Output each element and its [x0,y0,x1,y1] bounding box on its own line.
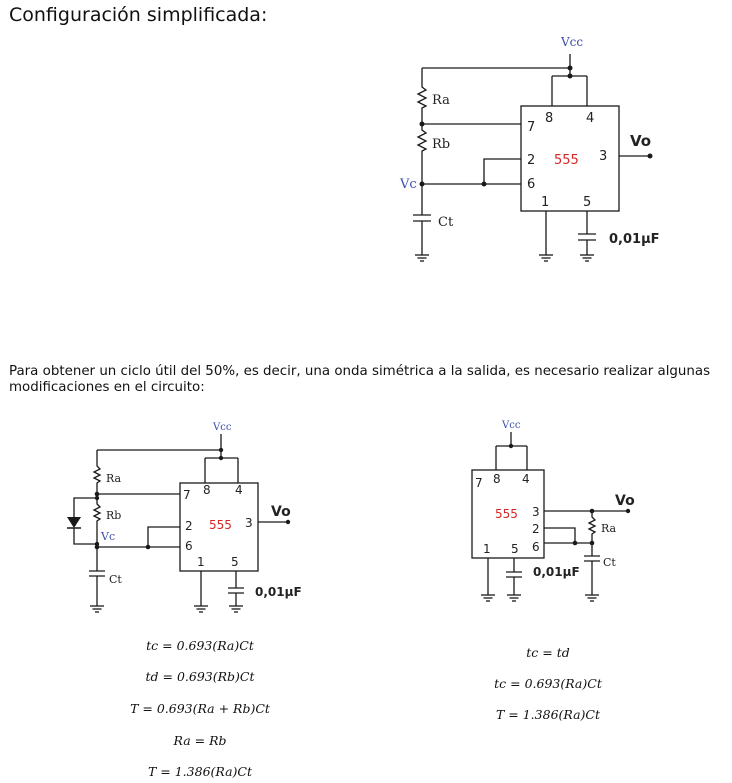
pin-1: 1 [197,555,205,569]
equation-tc: tc = 0.693(Ra)Ct [146,638,254,653]
cap-value-label: 0,01µF [533,565,580,579]
explanation-paragraph: Para obtener un ciclo útil del 50%, es d… [9,364,711,395]
vcc-label: Vcc [501,420,521,431]
pin-6: 6 [527,177,535,192]
ic-555-chip [520,105,620,212]
cap-value-label: 0,01µF [609,232,660,247]
ct-label: Ct [438,215,454,230]
ra-label: Ra [601,522,617,535]
symmetric-circuit-diode: 555 7 8 4 2 6 3 1 5 Vcc Ra Rb Vc Ct [67,422,302,613]
pin-7: 7 [527,120,535,135]
rb-label: Rb [106,509,121,522]
vc-label: Vc [100,530,115,543]
chip-label: 555 [495,507,518,521]
equation-tc: tc = 0.693(Ra)Ct [494,676,602,691]
pin-1: 1 [483,542,491,556]
vo-label: Vo [630,132,651,150]
pin-3: 3 [599,149,607,164]
equation-tc-equals-td: tc = td [526,645,570,660]
pin-8: 8 [493,472,501,486]
pin-1: 1 [541,195,549,210]
pin-5: 5 [231,555,239,569]
vo-label: Vo [615,493,635,509]
main-555-circuit: 555 7 8 4 2 6 3 1 5 Vcc Ra Rb Vc Ct 0,01… [399,35,660,262]
ct-label: Ct [603,556,616,569]
equation-period-symmetric: T = 1.386(Ra)Ct [147,764,253,779]
chip-label: 555 [209,518,232,532]
pin-2: 2 [532,522,540,536]
section-heading: Configuración simplificada: [9,4,268,26]
pin-2: 2 [185,519,193,533]
pin-3: 3 [245,516,253,530]
ic-555-chip [179,482,259,572]
ic-555-chip [471,469,545,559]
pin-5: 5 [511,542,519,556]
pin-2: 2 [527,153,535,168]
ra-label: Ra [106,472,122,485]
ct-label: Ct [109,573,122,586]
vo-label: Vo [271,504,291,520]
pin-8: 8 [545,111,553,126]
ra-label: Ra [432,93,450,108]
vc-label: Vc [399,177,417,192]
pin-3: 3 [532,505,540,519]
equation-period: T = 0.693(Ra + Rb)Ct [130,701,270,716]
vcc-label: Vcc [560,35,583,49]
pin-4: 4 [235,483,243,497]
equation-period: T = 1.386(Ra)Ct [495,707,601,722]
vcc-label: Vcc [212,422,232,433]
pin-4: 4 [586,111,594,126]
pin-4: 4 [522,472,530,486]
pin-6: 6 [185,539,193,553]
rb-label: Rb [432,137,450,152]
cap-value-label: 0,01µF [255,585,302,599]
diode-symbol [67,517,81,528]
pin-7: 7 [183,488,191,502]
pin-5: 5 [583,195,591,210]
symmetric-circuit-simplified: 555 7 8 4 3 2 6 1 5 Vcc Vo Ra Ct 0,01µF [471,420,635,602]
equation-ra-rb: Ra = Rb [173,733,227,748]
equation-td: td = 0.693(Rb)Ct [145,669,255,684]
pin-6: 6 [532,540,540,554]
pin-7: 7 [475,476,483,490]
pin-8: 8 [203,483,211,497]
chip-label: 555 [554,153,579,168]
